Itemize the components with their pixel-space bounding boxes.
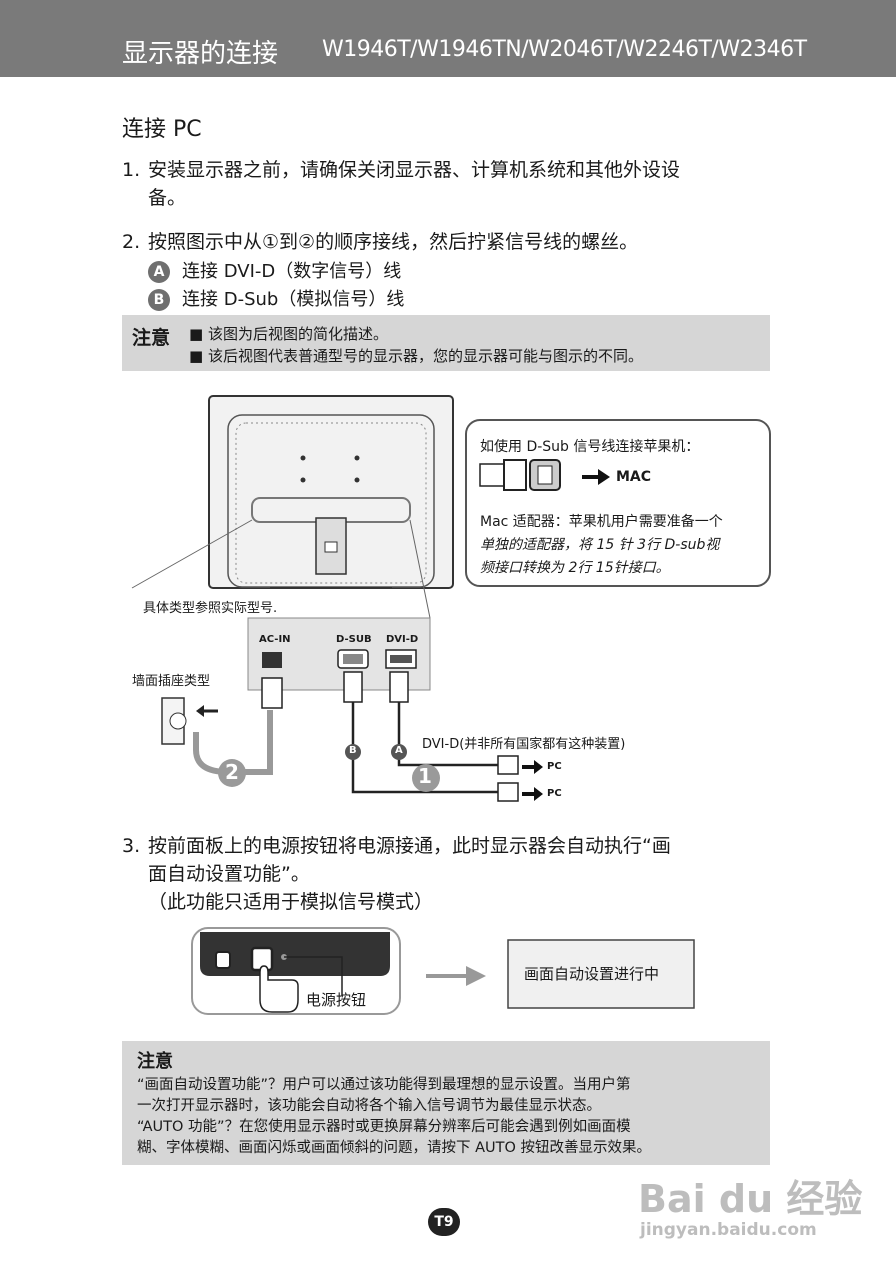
step-3-number: 3.	[122, 835, 141, 857]
pointing-hand-icon	[259, 965, 299, 1013]
step-3-line1: 按前面板上的电源按钮将电源接通，此时显示器会自动执行“画	[148, 835, 671, 857]
wall-outlet-icon	[161, 697, 218, 745]
badge-b-icon: B	[148, 289, 170, 311]
note-1-line-1: ■ 该图为后视图的简化描述。	[189, 325, 388, 343]
mac-callout-line-1: Mac 适配器：苹果机用户需要准备一个	[480, 514, 723, 530]
right-arrow-icon	[426, 966, 486, 986]
step-number-1: 1	[418, 764, 432, 788]
cable-badge-a: A	[395, 745, 403, 756]
ac-in-port-icon	[262, 652, 282, 668]
power-button-label: 电源按钮	[306, 991, 367, 1009]
page-header: 显示器的连接 W1946T/W1946TN/W2046T/W2246T/W234…	[0, 0, 896, 77]
monitor-back-icon	[208, 395, 454, 589]
note-box-2: 注意 “画面自动设置功能”？用户可以通过该功能得到最理想的显示设置。当用户第 一…	[122, 1041, 770, 1165]
mac-label: MAC	[616, 469, 652, 485]
note-1-label: 注意	[132, 327, 171, 349]
port-label-dsub: D-SUB	[336, 634, 372, 645]
pc-connector-dsub-icon	[497, 782, 543, 802]
step-1: 1. 安装显示器之前，请确保关闭显示器、计算机系统和其他外设设 备。	[122, 156, 782, 212]
step-3: 3. 按前面板上的电源按钮将电源接通，此时显示器会自动执行“画 面自动设置功能”。…	[122, 832, 782, 916]
header-models: W1946T/W1946TN/W2046T/W2246T/W2346T	[322, 37, 807, 62]
connection-diagram	[131, 395, 771, 802]
note-2-line-2: 一次打开显示器时，该功能会自动将各个输入信号调节为最佳显示状态。	[137, 1098, 601, 1114]
dsub-port-icon	[337, 649, 369, 669]
front-button-icon	[215, 951, 231, 969]
note-2-title: 注意	[137, 1051, 173, 1072]
port-label-dvid: DVI-D	[386, 634, 419, 645]
step-2-item-a-text: 连接 DVI-D（数字信号）线	[182, 261, 402, 282]
status-panel	[507, 939, 695, 1009]
power-figure	[191, 927, 695, 1015]
note-box-1: 注意 ■ 该图为后视图的简化描述。 ■ 该后视图代表普通型号的显示器，您的显示器…	[122, 315, 770, 371]
step-2-line1: 按照图示中从①到②的顺序接线，然后拧紧信号线的螺丝。	[148, 231, 639, 253]
page-number: T9	[428, 1208, 460, 1236]
step-1-number: 1.	[122, 159, 141, 181]
mac-callout-title: 如使用 D-Sub 信号线连接苹果机：	[480, 439, 700, 455]
cable-badge-b: B	[349, 745, 357, 756]
model-note: 具体类型参照实际型号.	[143, 601, 278, 616]
port-label-acin: AC-IN	[259, 634, 291, 645]
note-1-line-2: ■ 该后视图代表普通型号的显示器，您的显示器可能与图示的不同。	[189, 347, 643, 365]
step-2: 2. 按照图示中从①到②的顺序接线，然后拧紧信号线的螺丝。	[122, 228, 782, 256]
badge-a-icon: A	[148, 261, 170, 283]
pc-label-1: PC	[547, 761, 562, 772]
note-2-line-3: “AUTO 功能”？在您使用显示器时或更换屏幕分辨率后可能会遇到例如画面模	[137, 1119, 631, 1135]
baidu-watermark-logo: Bai du 经验	[638, 1177, 863, 1221]
step-2-item-b-text: 连接 D-Sub（模拟信号）线	[182, 289, 405, 310]
header-title: 显示器的连接	[122, 39, 279, 69]
step-number-2: 2	[225, 760, 239, 784]
pc-label-2: PC	[547, 788, 562, 799]
pc-connector-dvi-icon	[497, 755, 543, 775]
section-title: 连接 PC	[122, 117, 202, 142]
note-2-line-1: “画面自动设置功能”？用户可以通过该功能得到最理想的显示设置。当用户第	[137, 1077, 631, 1093]
mac-adapter-icon	[479, 459, 610, 491]
step-2-item-a: A 连接 DVI-D（数字信号）线	[148, 257, 401, 283]
mac-callout-line-3: 频接口转换为 2行 15针接口。	[480, 560, 670, 576]
mac-callout-line-2: 单独的适配器，将 15 针 3行 D-sub视	[480, 537, 720, 553]
note-2-line-4: 糊、字体模糊、画面闪烁或画面倾斜的问题，请按下 AUTO 按钮改善显示效果。	[137, 1140, 652, 1156]
wall-outlet-label: 墙面插座类型	[132, 674, 211, 689]
baidu-watermark-url: jingyan.baidu.com	[640, 1220, 817, 1240]
step-2-number: 2.	[122, 231, 141, 253]
step-1-line1: 安装显示器之前，请确保关闭显示器、计算机系统和其他外设设	[148, 159, 681, 181]
auto-setup-status: 画面自动设置进行中	[524, 965, 660, 983]
dvid-port-icon	[385, 649, 417, 669]
step-3-line3: （此功能只适用于模拟信号模式）	[148, 891, 434, 913]
step-1-line2: 备。	[148, 187, 187, 209]
dvi-note: DVI-D(并非所有国家都有这种装置)	[422, 737, 626, 752]
step-3-line2: 面自动设置功能”。	[148, 863, 310, 885]
step-2-item-b: B 连接 D-Sub（模拟信号）线	[148, 285, 404, 311]
